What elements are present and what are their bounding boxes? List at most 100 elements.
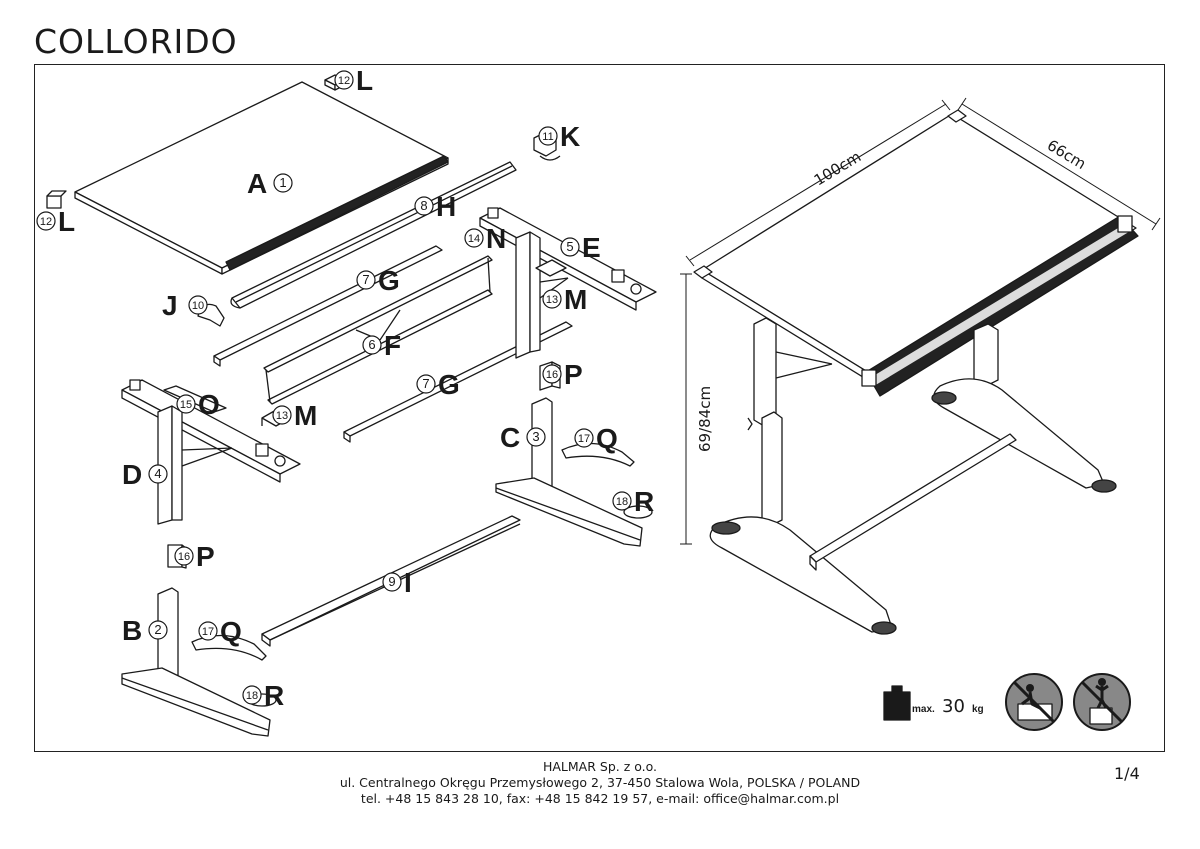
bracket-part-right [479, 207, 657, 359]
footer-contact: tel. +48 15 843 28 10, fax: +48 15 842 1… [360, 791, 840, 806]
part-number: 17 [202, 626, 214, 638]
part-number-circle [36, 211, 56, 231]
plate-part-right [535, 259, 567, 277]
part-letter: E [582, 232, 601, 263]
assembled-desk [693, 109, 1139, 635]
part-number: 18 [616, 496, 628, 508]
bracket-part-left [121, 379, 301, 525]
document-title: COLLORIDO [34, 22, 238, 61]
footer-address: ul. Centralnego Okręgu Przemysłowego 2, … [339, 775, 861, 790]
part-number: 2 [154, 622, 161, 637]
part-number: 18 [246, 690, 258, 702]
part-number: 12 [40, 216, 52, 228]
part-letter: K [560, 121, 580, 152]
part-letter: F [384, 330, 401, 361]
part-letter: J [162, 290, 178, 321]
max-load-prefix: max. [912, 704, 935, 715]
part-label-r-18: 18 R [612, 486, 654, 517]
max-load-value: 30 [942, 696, 965, 717]
part-label-d-4: 4D [122, 459, 168, 490]
part-number-circle [414, 196, 434, 216]
part-number-circle [542, 289, 562, 309]
part-label-b-2: 2B [122, 615, 168, 646]
part-number-circle [272, 405, 292, 425]
part-letter: I [404, 567, 412, 598]
diagram-frame [34, 64, 1165, 752]
part-letter: G [438, 369, 460, 400]
part-letter: B [122, 615, 142, 646]
page-number: 1/4 [1114, 764, 1140, 783]
part-letter: Q [220, 616, 242, 647]
part-number-circle [356, 270, 376, 290]
part-number: 7 [422, 376, 429, 391]
part-number: 17 [578, 433, 590, 445]
part-number-circle [148, 464, 168, 484]
part-letter: L [58, 206, 75, 237]
part-label-j-10: 10 J [162, 290, 208, 321]
part-number: 10 [192, 300, 204, 312]
part-number: 6 [368, 337, 375, 352]
part-number: 13 [276, 410, 288, 422]
part-number-circle [526, 427, 546, 447]
part-number-circle [560, 237, 580, 257]
part-number: 1 [279, 175, 286, 190]
no-climbing-icon [1005, 673, 1063, 731]
part-label-m-13: 13 M [542, 284, 587, 315]
glide-part-right [623, 505, 653, 519]
desktop-panel-part [74, 81, 449, 275]
part-number: 5 [566, 239, 573, 254]
part-number: 13 [546, 294, 558, 306]
part-label-q-17: 17 Q [198, 616, 242, 647]
dimension-lines [680, 97, 1161, 545]
part-number-circle [273, 173, 293, 193]
max-load-unit: kg [972, 704, 984, 715]
part-number-circle [362, 335, 382, 355]
part-letter: L [356, 65, 373, 96]
part-number-circle [416, 374, 436, 394]
part-label-m-13: 13 M [272, 400, 317, 431]
part-letter: P [564, 359, 583, 390]
part-letter: C [500, 422, 520, 453]
part-number-circle [188, 295, 208, 315]
height-dimension-label: 69/84cm [696, 386, 714, 452]
part-letter: P [196, 541, 215, 572]
part-number: 12 [338, 75, 350, 87]
part-letter: R [264, 680, 284, 711]
part-letter: M [564, 284, 587, 315]
part-letter: M [294, 400, 317, 431]
part-label-l-12: 12 L [36, 206, 75, 237]
footer-company: HALMAR Sp. z o.o. [542, 759, 658, 774]
part-number: 9 [388, 574, 395, 589]
part-label-c-3: 3C [500, 422, 546, 453]
part-number: 16 [178, 551, 190, 563]
part-letter: H [436, 191, 456, 222]
part-number-circle [382, 572, 402, 592]
part-number: 15 [180, 399, 192, 411]
part-letter: N [486, 223, 506, 254]
part-label-a-1: 1A [247, 168, 293, 199]
foot-part-left [121, 587, 271, 737]
part-number-circle [574, 428, 594, 448]
part-letter: A [247, 168, 267, 199]
part-number-circle [198, 621, 218, 641]
part-number: 3 [532, 429, 539, 444]
part-label-r-18: 18 R [242, 680, 284, 711]
part-number: 7 [362, 272, 369, 287]
part-letter: D [122, 459, 142, 490]
part-letter: G [378, 265, 400, 296]
bar-part [163, 385, 227, 413]
part-letter: R [634, 486, 654, 517]
part-number-circle [464, 228, 484, 248]
depth-dimension-label: 66cm [1044, 136, 1089, 173]
part-number-circle [242, 685, 262, 705]
